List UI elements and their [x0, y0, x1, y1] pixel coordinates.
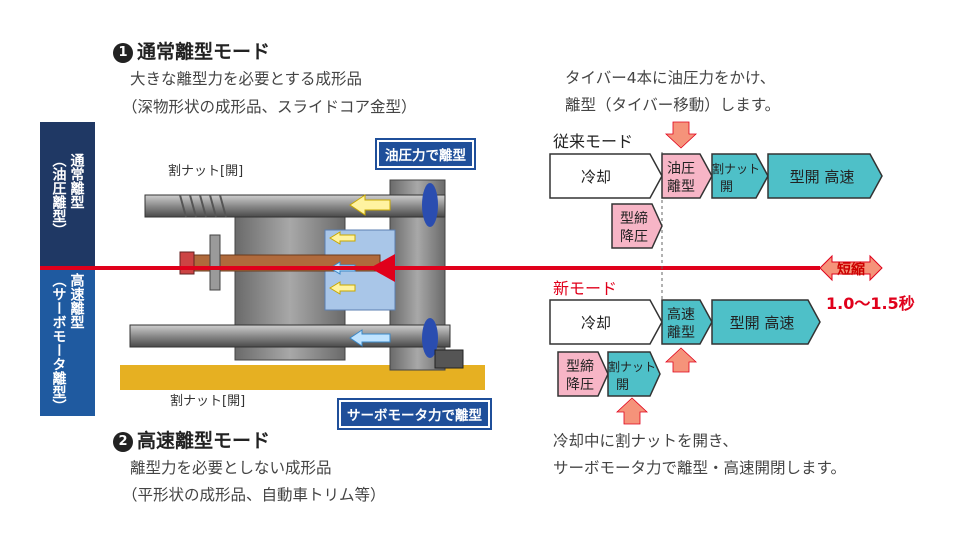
conventional-mode-label: 従来モード: [553, 132, 634, 151]
hydraulic-ring-bottom: [422, 318, 438, 358]
servo-motor: [434, 349, 464, 369]
mode2-desc-1: 離型力を必要としない成形品: [130, 459, 332, 477]
note-bottom-1: 冷却中に割ナットを開き、: [553, 432, 738, 450]
shorten-label: 短縮: [837, 261, 865, 278]
conv-step4-text: 型開 高速: [790, 168, 855, 186]
new-cool-text: 冷却: [581, 314, 611, 332]
new-step2-text-2: 離型: [667, 324, 695, 341]
conv-step2-text-2: 離型: [667, 178, 695, 195]
side-band-normal-label: 通常離型 （油圧離型）: [50, 153, 85, 237]
arrow-hydraulic-2: [329, 231, 356, 245]
mode2-number: 2: [113, 432, 133, 452]
conv-step3-text-2: 開: [720, 180, 733, 195]
conv-cool-box: [549, 153, 663, 199]
mode2-title: 高速離型モード: [137, 430, 271, 452]
result-value: 1.0〜1.5秒: [826, 294, 915, 313]
conv-arrow-top: [664, 121, 698, 149]
hydraulic-ring-top: [422, 183, 438, 227]
machine-illustration: [120, 179, 485, 390]
conv-below-text-1: 型締: [620, 210, 648, 227]
conv-below-box: [611, 203, 663, 249]
mode1-title: 通常離型モード: [137, 41, 271, 63]
side-band-normal: 通常離型 （油圧離型）: [40, 122, 95, 268]
note-top-1: タイバー4本に油圧力をかけ、: [565, 69, 776, 87]
new-below2-text-1: 割ナット: [608, 359, 656, 374]
screw-end-disk: [209, 234, 221, 291]
callout-servo: サーボモータ力で離型: [339, 400, 490, 428]
threads-top: [179, 194, 227, 218]
screw-nut: [179, 251, 195, 275]
shorten-arrow: [819, 254, 883, 282]
side-band-fast: 高速離型 （サーボモータ離型）: [40, 270, 95, 416]
note-bottom-2: サーボモータ力で離型・高速開閉します。: [553, 459, 846, 477]
conv-step3-box: [711, 153, 769, 199]
mode1-desc-1: 大きな離型力を必要とする成形品: [130, 70, 363, 88]
arrow-servo-1: [349, 329, 391, 347]
mode1-number: 1: [113, 43, 133, 63]
arrow-hydraulic-1: [349, 194, 391, 216]
new-arrow-step2: [664, 347, 698, 373]
new-step2-text-1: 高速: [667, 306, 695, 323]
new-step2-box: [661, 299, 713, 345]
note-top-2: 離型（タイバー移動）します。: [565, 96, 781, 114]
mode2-desc-2: （平形状の成形品、自動車トリム等）: [122, 486, 386, 504]
mode1-desc-2: （深物形状の成形品、スライドコア金型）: [122, 98, 417, 116]
tie-bar-bottom: [129, 324, 451, 348]
new-step3-box: [711, 299, 821, 345]
conv-cool-text: 冷却: [581, 168, 611, 186]
conv-step4-box: [767, 153, 883, 199]
new-step3-text: 型開 高速: [730, 314, 795, 332]
new-mode-label: 新モード: [553, 279, 618, 298]
conv-step2-text-1: 油圧: [667, 161, 695, 177]
new-below2-text-2: 開: [616, 378, 629, 393]
conv-step3-text-1: 割ナット: [712, 161, 760, 176]
flow-diagram: 冷却 油圧 離型 割ナット 開 型開 高速 型締 降圧 冷却 高速 離型 型開 …: [549, 121, 883, 425]
arrow-hydraulic-3: [329, 281, 356, 295]
callout-hydraulic: 油圧力で離型: [377, 140, 474, 168]
new-below1-text-2: 降圧: [566, 377, 594, 393]
new-cool-box: [549, 299, 663, 345]
divider-red-line: [40, 266, 820, 270]
side-band-fast-label: 高速離型 （サーボモータ離型）: [50, 273, 85, 413]
nut-open-label-bottom: 割ナット[開]: [170, 394, 246, 409]
new-below2-box: [607, 351, 661, 397]
new-below1-box: [557, 351, 609, 397]
conv-below-text-2: 降圧: [620, 229, 648, 245]
new-below1-text-1: 型締: [566, 358, 594, 375]
conv-step2-box: [661, 153, 713, 199]
new-arrow-below2: [615, 397, 649, 425]
nut-open-label-top: 割ナット[開]: [168, 164, 244, 179]
